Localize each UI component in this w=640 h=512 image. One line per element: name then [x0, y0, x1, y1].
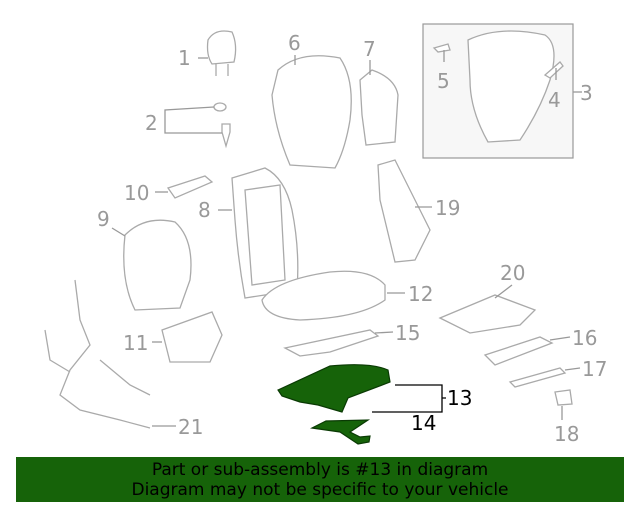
info-banner: Part or sub-assembly is #13 in diagram D… — [16, 457, 624, 502]
callout-19[interactable]: 19 — [435, 196, 460, 220]
leader-lines — [111, 50, 582, 427]
callout-15[interactable]: 15 — [395, 321, 420, 345]
callout-2[interactable]: 2 — [145, 111, 158, 135]
part-11-cover[interactable] — [161, 311, 223, 363]
banner-line-disclaimer: Diagram may not be specific to your vehi… — [131, 480, 509, 500]
callout-18[interactable]: 18 — [554, 422, 579, 446]
callout-20[interactable]: 20 — [500, 261, 525, 285]
part-20-track[interactable] — [438, 294, 537, 334]
part-4-clip[interactable] — [543, 61, 564, 79]
part-16-trim[interactable] — [483, 336, 554, 366]
callout-12[interactable]: 12 — [408, 282, 433, 306]
callout-1[interactable]: 1 — [178, 46, 191, 70]
part-15-pan[interactable] — [283, 329, 380, 357]
callout-3[interactable]: 3 — [580, 81, 593, 105]
part-21-harness[interactable] — [44, 279, 151, 429]
part-19-spring[interactable] — [377, 159, 431, 263]
part-2-guide[interactable] — [213, 102, 227, 112]
part-13-cushion-frame[interactable] — [277, 364, 391, 413]
banner-line-part: Part or sub-assembly is #13 in diagram — [151, 460, 489, 480]
part-12-cushion-pad[interactable] — [261, 270, 386, 321]
part-14-mat[interactable] — [310, 419, 371, 445]
callout-16[interactable]: 16 — [572, 326, 597, 350]
part-3-seatback-cover[interactable] — [467, 30, 555, 143]
callout-9[interactable]: 9 — [97, 207, 110, 231]
callout-labels: 1 2 3 4 5 6 7 8 9 10 11 12 13 14 15 16 1… — [97, 31, 607, 446]
callout-11[interactable]: 11 — [123, 331, 148, 355]
part-6-seatback-pad[interactable] — [271, 55, 352, 169]
part-9-back-panel[interactable] — [123, 219, 192, 311]
part-7-panel[interactable] — [359, 69, 399, 146]
callout-5[interactable]: 5 — [437, 69, 450, 93]
part-5-clip[interactable] — [432, 43, 451, 53]
callout-14[interactable]: 14 — [411, 411, 436, 435]
callout-21[interactable]: 21 — [178, 415, 203, 439]
callout-17[interactable]: 17 — [582, 357, 607, 381]
callout-7[interactable]: 7 — [363, 37, 376, 61]
part-17-trim[interactable] — [508, 367, 567, 388]
parts-diagram: 1 2 3 4 5 6 7 8 9 10 11 12 13 14 15 16 1… — [44, 23, 607, 446]
part-2-guide-lower[interactable] — [221, 123, 231, 149]
callout-10[interactable]: 10 — [124, 181, 149, 205]
part-18-knob[interactable] — [554, 389, 573, 406]
callout-8[interactable]: 8 — [198, 198, 211, 222]
part-10-handle[interactable] — [166, 175, 214, 199]
callout-13[interactable]: 13 — [447, 386, 472, 410]
callout-4[interactable]: 4 — [548, 88, 561, 112]
callout-6[interactable]: 6 — [288, 31, 301, 55]
part-1-headrest[interactable] — [206, 30, 237, 76]
